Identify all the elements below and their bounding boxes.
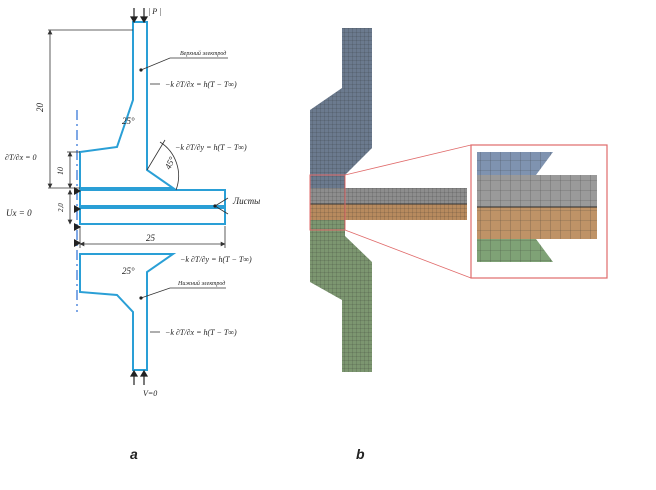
zoom-connector-top	[344, 144, 472, 176]
angle-25-top: 25°	[122, 116, 135, 126]
leader-dot-upper	[139, 68, 143, 72]
upper-electrode-outline	[79, 21, 177, 189]
zoom-region	[309, 174, 346, 231]
bc-arrow-marks	[150, 83, 160, 333]
bc-symmetry: ∂T/∂x = 0	[5, 153, 37, 162]
dim-2-0: 2,0	[57, 203, 65, 212]
bc-convection-mid-top: −k ∂T/∂y = h(T − T∞)	[175, 143, 247, 152]
dimension-lines	[47, 29, 226, 248]
dim-25: 25	[146, 233, 156, 243]
sheets-label: Листы	[232, 196, 260, 206]
bc-displacement: Ux = 0	[6, 208, 32, 218]
bc-convection-bottom: −k ∂T/∂x = h(T − T∞)	[165, 328, 237, 337]
panel-a-label: a	[130, 446, 138, 462]
bc-convection-top: −k ∂T/∂x = h(T − T∞)	[165, 80, 237, 89]
sheet-lower	[79, 207, 226, 225]
angle-45: 45°	[163, 155, 178, 171]
leader-dot-lower	[139, 296, 143, 300]
lower-electrode-outline	[79, 253, 177, 371]
sheet-upper	[79, 189, 226, 207]
dim-10: 10	[56, 167, 65, 175]
v-zero-label: V=0	[143, 389, 157, 398]
panel-b-label: b	[356, 446, 365, 462]
upper-electrode-label: Верхний электрод	[180, 50, 226, 57]
leader-dot-sheet	[213, 204, 217, 208]
angle-25-bottom: 25°	[122, 266, 135, 276]
zoom-connector-bottom	[344, 229, 472, 279]
support-arrows-bottom	[129, 369, 149, 385]
panel-b-mesh	[309, 28, 608, 372]
support-triangles	[74, 187, 81, 247]
lower-electrode-label: Нижний электрод	[177, 280, 225, 287]
force-arrows-top	[129, 8, 149, 24]
panel-a-schematic: | P | V=0 20 10 2,0 25 25° 25° 45°	[5, 7, 260, 398]
dim-20: 20	[35, 103, 45, 113]
force-label: | P |	[148, 7, 161, 16]
bc-convection-mid-bottom: −k ∂T/∂y = h(T − T∞)	[180, 255, 252, 264]
leader-lines	[140, 57, 229, 299]
